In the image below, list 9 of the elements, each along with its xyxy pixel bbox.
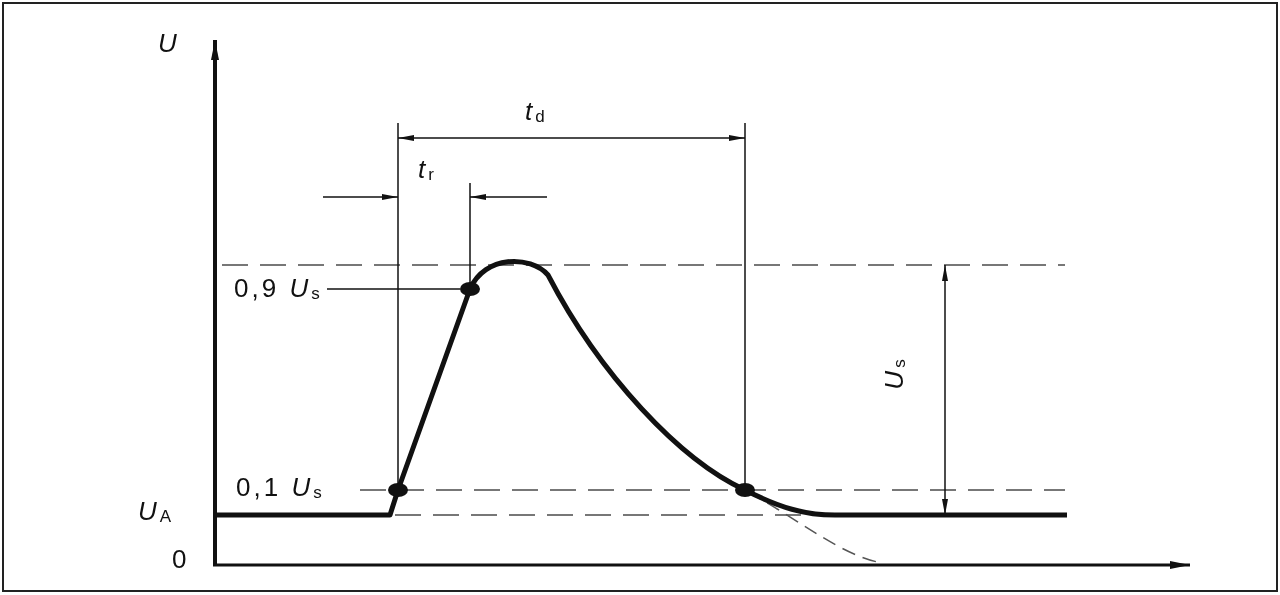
level-label: 0,9 U$_{s}$ [234, 273, 323, 309]
point-marker [460, 282, 480, 296]
level-label: 0,1 U$_{s}$ [236, 472, 325, 504]
axis-tick-label: 0 [172, 544, 190, 574]
dimension-label: t$_{d}$ [525, 96, 548, 128]
axis-label: U [158, 28, 180, 58]
dimension-label: t$_{r}$ [418, 154, 437, 186]
level-label: U$_{A}$ [138, 496, 175, 528]
leader-line [326, 288, 461, 290]
